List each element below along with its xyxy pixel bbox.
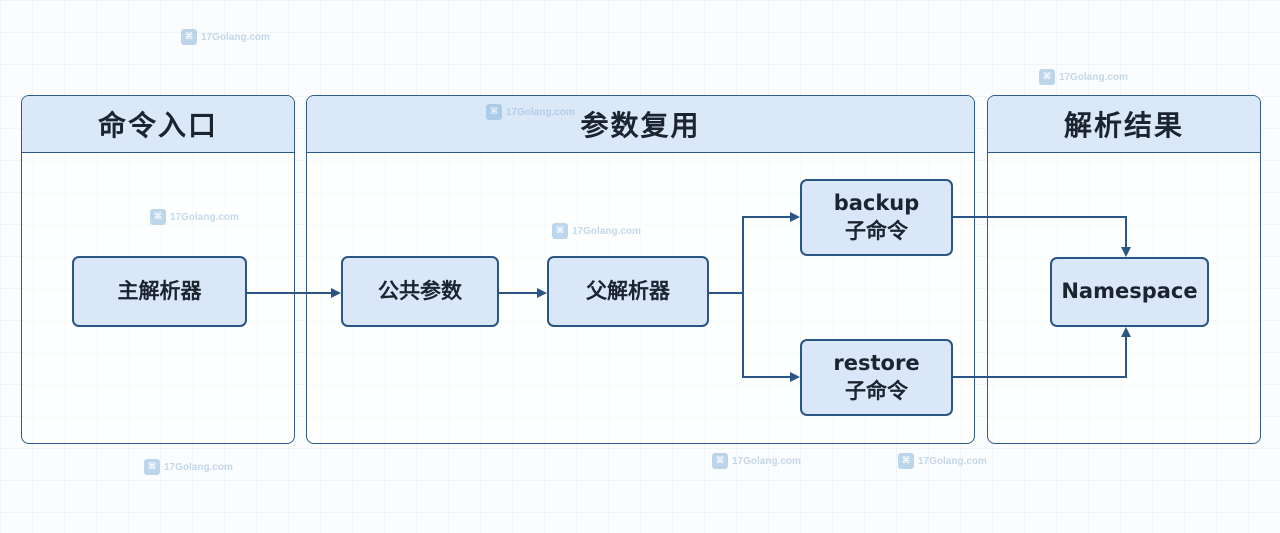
watermark: ⌘ 17Golang.com — [712, 453, 801, 469]
node-common-args-label: 公共参数 — [378, 278, 462, 303]
node-namespace: Namespace — [1050, 257, 1209, 327]
logo-icon: ⌘ — [898, 453, 914, 469]
panel-reuse-title: 参数复用 — [307, 96, 974, 153]
panel-entry: 命令入口 — [21, 95, 295, 444]
node-backup-subcommand: backup 子命令 — [800, 179, 953, 256]
node-backup-name: backup — [833, 191, 920, 216]
logo-icon: ⌘ — [150, 209, 166, 225]
logo-icon: ⌘ — [486, 104, 502, 120]
logo-icon: ⌘ — [712, 453, 728, 469]
node-main-parser-label: 主解析器 — [117, 278, 202, 303]
panel-result-title: 解析结果 — [988, 96, 1260, 153]
watermark: ⌘ 17Golang.com — [898, 453, 987, 469]
node-restore-subtitle: 子命令 — [845, 378, 908, 403]
node-namespace-label: Namespace — [1061, 279, 1198, 304]
watermark: ⌘ 17Golang.com — [181, 29, 270, 45]
watermark: ⌘ 17Golang.com — [552, 223, 641, 239]
watermark: ⌘ 17Golang.com — [144, 459, 233, 475]
logo-icon: ⌘ — [181, 29, 197, 45]
logo-icon: ⌘ — [144, 459, 160, 475]
node-main-parser: 主解析器 — [72, 256, 247, 327]
panel-entry-title: 命令入口 — [22, 96, 294, 153]
node-restore-subcommand: restore 子命令 — [800, 339, 953, 416]
watermark: ⌘ 17Golang.com — [150, 209, 239, 225]
node-backup-subtitle: 子命令 — [845, 218, 908, 243]
node-parent-parser: 父解析器 — [547, 256, 709, 327]
node-restore-name: restore — [833, 351, 920, 376]
node-parent-parser-label: 父解析器 — [586, 278, 670, 303]
logo-icon: ⌘ — [552, 223, 568, 239]
logo-icon: ⌘ — [1039, 69, 1055, 85]
node-common-args: 公共参数 — [341, 256, 499, 327]
watermark: ⌘ 17Golang.com — [486, 104, 575, 120]
watermark: ⌘ 17Golang.com — [1039, 69, 1128, 85]
